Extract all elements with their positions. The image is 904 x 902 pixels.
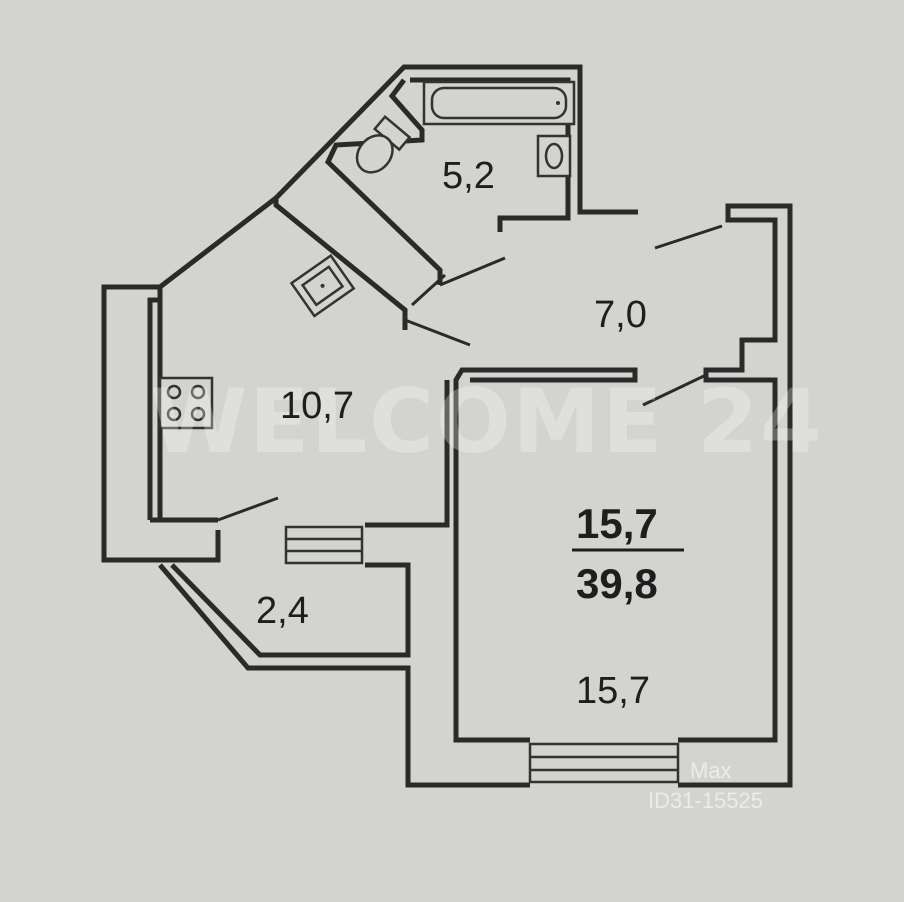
room-area-loggia: 2,4 [256, 590, 309, 632]
wall-kitchen-right-bottom [365, 380, 450, 528]
door-hall-bath [439, 256, 506, 287]
watermark-brand: Max [690, 758, 732, 783]
wall-loggia [170, 562, 411, 658]
wall-living-bottom [453, 367, 638, 743]
bathroom-sink-icon [536, 134, 572, 178]
summary-total-area: 39,8 [576, 560, 658, 607]
door-living [642, 373, 707, 407]
bathtub-inner-icon [430, 86, 568, 120]
watermark-text: WELCOME 24 [150, 370, 823, 473]
wall-bath-inner [410, 77, 571, 232]
door-hall-kitchen [404, 318, 471, 347]
kitchen-sink-icon [289, 253, 356, 318]
inner-walls [273, 77, 723, 407]
loggia-window-icon [284, 525, 364, 565]
room-area-hall: 7,0 [594, 294, 647, 336]
summary-living-area: 15,7 [576, 500, 658, 547]
bathroom-sink-basin-icon [544, 142, 564, 170]
room-area-bathroom: 5,2 [442, 155, 495, 197]
wall-kitchen-bottom [147, 297, 160, 520]
fixtures [158, 80, 680, 784]
room-area-living: 15,7 [576, 670, 650, 712]
stove-icon [158, 376, 214, 430]
room-area-kitchen: 10,7 [280, 385, 354, 427]
watermark-id: ID31-15525 [648, 788, 763, 813]
wall-loggia-outer [158, 563, 530, 788]
wall-outer-bottom [678, 203, 793, 788]
living-window-icon [528, 742, 680, 784]
toilet-icon [355, 114, 412, 174]
bathtub-drain-icon [556, 101, 560, 105]
outer-walls [101, 64, 793, 788]
door-kitchen-loggia [217, 496, 279, 522]
door-small [410, 273, 447, 307]
wall-outer-left [101, 284, 221, 563]
door-entrance [654, 224, 723, 250]
